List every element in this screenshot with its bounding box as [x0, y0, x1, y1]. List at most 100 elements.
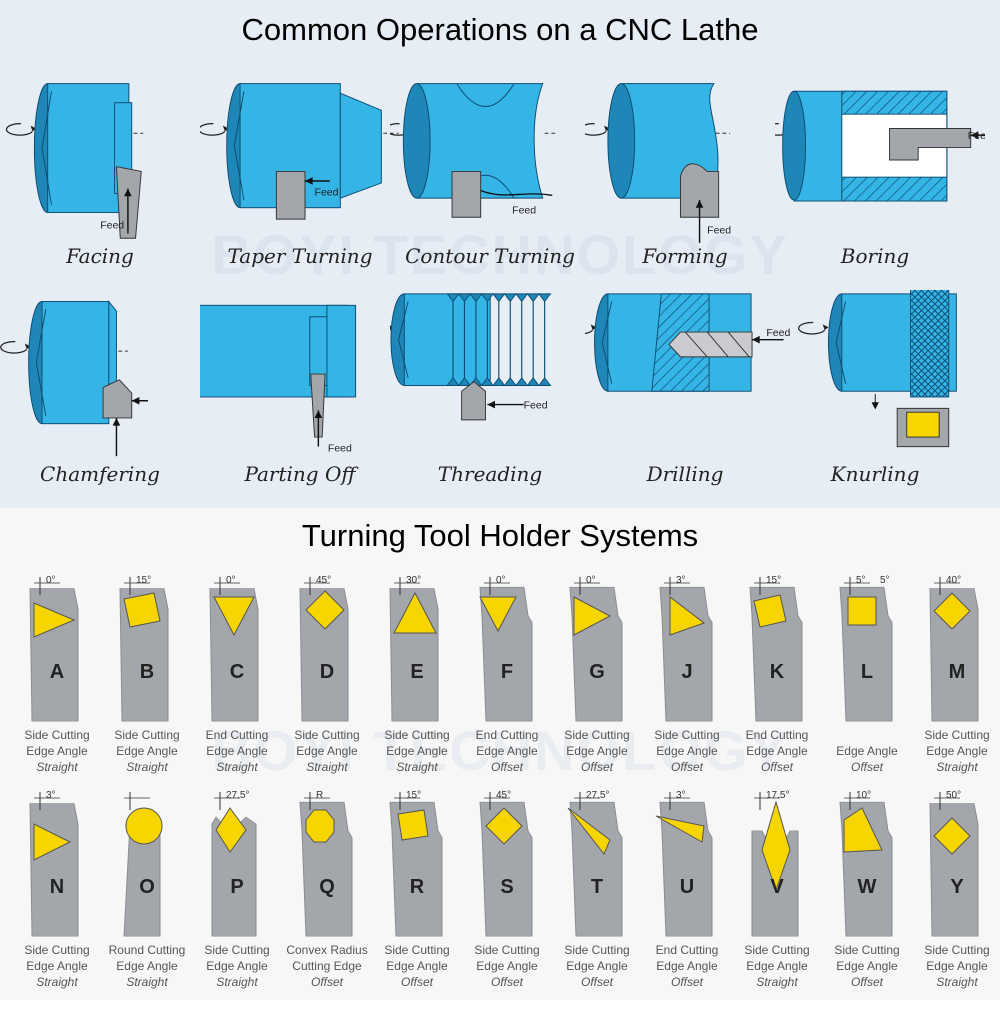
tool-desc-line1: End Cutting	[475, 728, 539, 742]
tool-letter: F	[500, 661, 514, 683]
tool-desc-line1: Side Cutting	[24, 728, 90, 742]
feed-label: Feed	[707, 224, 731, 236]
tool-holder-drawing	[299, 792, 353, 937]
operation-boring: Feed Boring	[775, 72, 985, 287]
angle-label: 3°	[46, 790, 56, 801]
tool-desc-line2: Edge Angle	[656, 959, 718, 973]
angle-label: 3°	[676, 790, 686, 801]
tool-desc-line3: Straight	[126, 975, 168, 989]
operation-label: Threading	[437, 462, 543, 486]
tool-desc-line2: Edge Angle	[386, 959, 448, 973]
tool-desc-line1: Convex Radius	[286, 943, 368, 957]
tool-desc-line2: Edge Angle	[296, 744, 358, 758]
operation-drilling: Feed Drilling	[585, 290, 790, 505]
operation-illustration: Feed	[585, 293, 790, 392]
tool-holder-drawing	[567, 792, 623, 937]
tool-desc-line2: Edge Angle	[476, 744, 538, 758]
operation-label: Facing	[66, 244, 134, 268]
angle-label: 0°	[496, 575, 506, 586]
operation-label: Forming	[642, 244, 728, 268]
tool-desc-line1: Side Cutting	[924, 943, 990, 957]
tool-desc-line1: End Cutting	[745, 728, 809, 742]
tool-holder-drawing	[209, 577, 259, 722]
tool-desc-line2: Edge Angle	[26, 744, 88, 758]
angle-label: 27.5°	[226, 790, 250, 801]
tool-letter: R	[409, 876, 425, 898]
angle-label: 17.5°	[766, 790, 790, 801]
tool-desc-line1: End Cutting	[655, 943, 719, 957]
tool-desc-line1: Side Cutting	[384, 943, 450, 957]
tool-desc-line1: Side Cutting	[654, 728, 720, 742]
angle-label: 5°	[856, 575, 866, 586]
tool-desc-line3: Straight	[216, 760, 258, 774]
tool-desc-line3: Straight	[36, 975, 78, 989]
tool-holder-drawing	[929, 577, 979, 722]
tool-desc-line3: Offset	[310, 975, 343, 989]
tool-letter: Y	[950, 876, 964, 898]
tool-desc-line3: Offset	[670, 975, 703, 989]
tools-title: Turning Tool Holder Systems	[301, 518, 699, 553]
tool-letter: P	[230, 876, 244, 898]
tool-letter: G	[589, 661, 605, 683]
tool-desc-line3: Offset	[850, 975, 883, 989]
tool-desc-line2: Edge Angle	[926, 959, 988, 973]
operation-knurling: Knurling	[775, 290, 975, 505]
tool-holder-drawing	[29, 577, 79, 722]
tool-desc-line3: Offset	[490, 975, 523, 989]
angle-label: 15°	[766, 575, 782, 586]
tool-holder-drawing	[659, 577, 713, 722]
tool-desc-line3: Offset	[580, 760, 613, 774]
tool-holder-drawing	[569, 577, 623, 722]
tool-desc-line2: Edge Angle	[926, 744, 988, 758]
tool-desc-line1: Side Cutting	[474, 943, 540, 957]
tool-holder-drawing	[299, 577, 349, 722]
tool-letter: D	[319, 661, 335, 683]
operation-label: Drilling	[646, 462, 724, 486]
tool-holder-drawing	[655, 792, 713, 937]
tool-holder-drawing	[119, 577, 169, 722]
operation-label: Parting Off	[244, 462, 356, 486]
tool-holder-drawing	[929, 792, 979, 937]
angle-label: R	[316, 790, 324, 801]
angle-label: 0°	[586, 575, 596, 586]
tool-letter: Q	[319, 876, 335, 898]
tool-letter: K	[769, 661, 785, 683]
angle-label: 10°	[856, 790, 872, 801]
tool-desc-line1: Side Cutting	[834, 943, 900, 957]
tool-desc-line3: Straight	[756, 975, 798, 989]
operation-chamfering: Chamfering	[0, 290, 200, 505]
feed-label: Feed	[524, 399, 548, 411]
tool-desc-line3: Straight	[936, 760, 978, 774]
tool-holder-drawing	[749, 577, 803, 722]
operation-parting-off: Feed Parting Off	[200, 290, 400, 505]
tool-desc-line3: Offset	[400, 975, 433, 989]
feed-label: Feed	[328, 442, 352, 454]
tool-letter: C	[229, 661, 245, 683]
feed-label: Feed	[315, 186, 339, 198]
tool-desc-line2: Edge Angle	[386, 744, 448, 758]
tool-holder-drawing	[839, 792, 893, 937]
tool-desc-line3: Offset	[850, 760, 883, 774]
angle-label: 15°	[136, 575, 152, 586]
operation-threading: Feed Threading	[390, 290, 590, 505]
tool-desc-line2: Edge Angle	[116, 744, 178, 758]
angle-label: 45°	[316, 575, 332, 586]
tool-desc-line2: Edge Angle	[656, 744, 718, 758]
tool-holder-drawing	[389, 792, 443, 937]
tool-letter: U	[679, 876, 695, 898]
tool-holder-u: U 3° End Cutting Edge Angle Offset	[642, 790, 732, 1010]
tool-holder-drawing	[29, 792, 79, 937]
operation-illustration: Feed	[200, 83, 399, 220]
tool-holder-drawing	[751, 792, 799, 937]
